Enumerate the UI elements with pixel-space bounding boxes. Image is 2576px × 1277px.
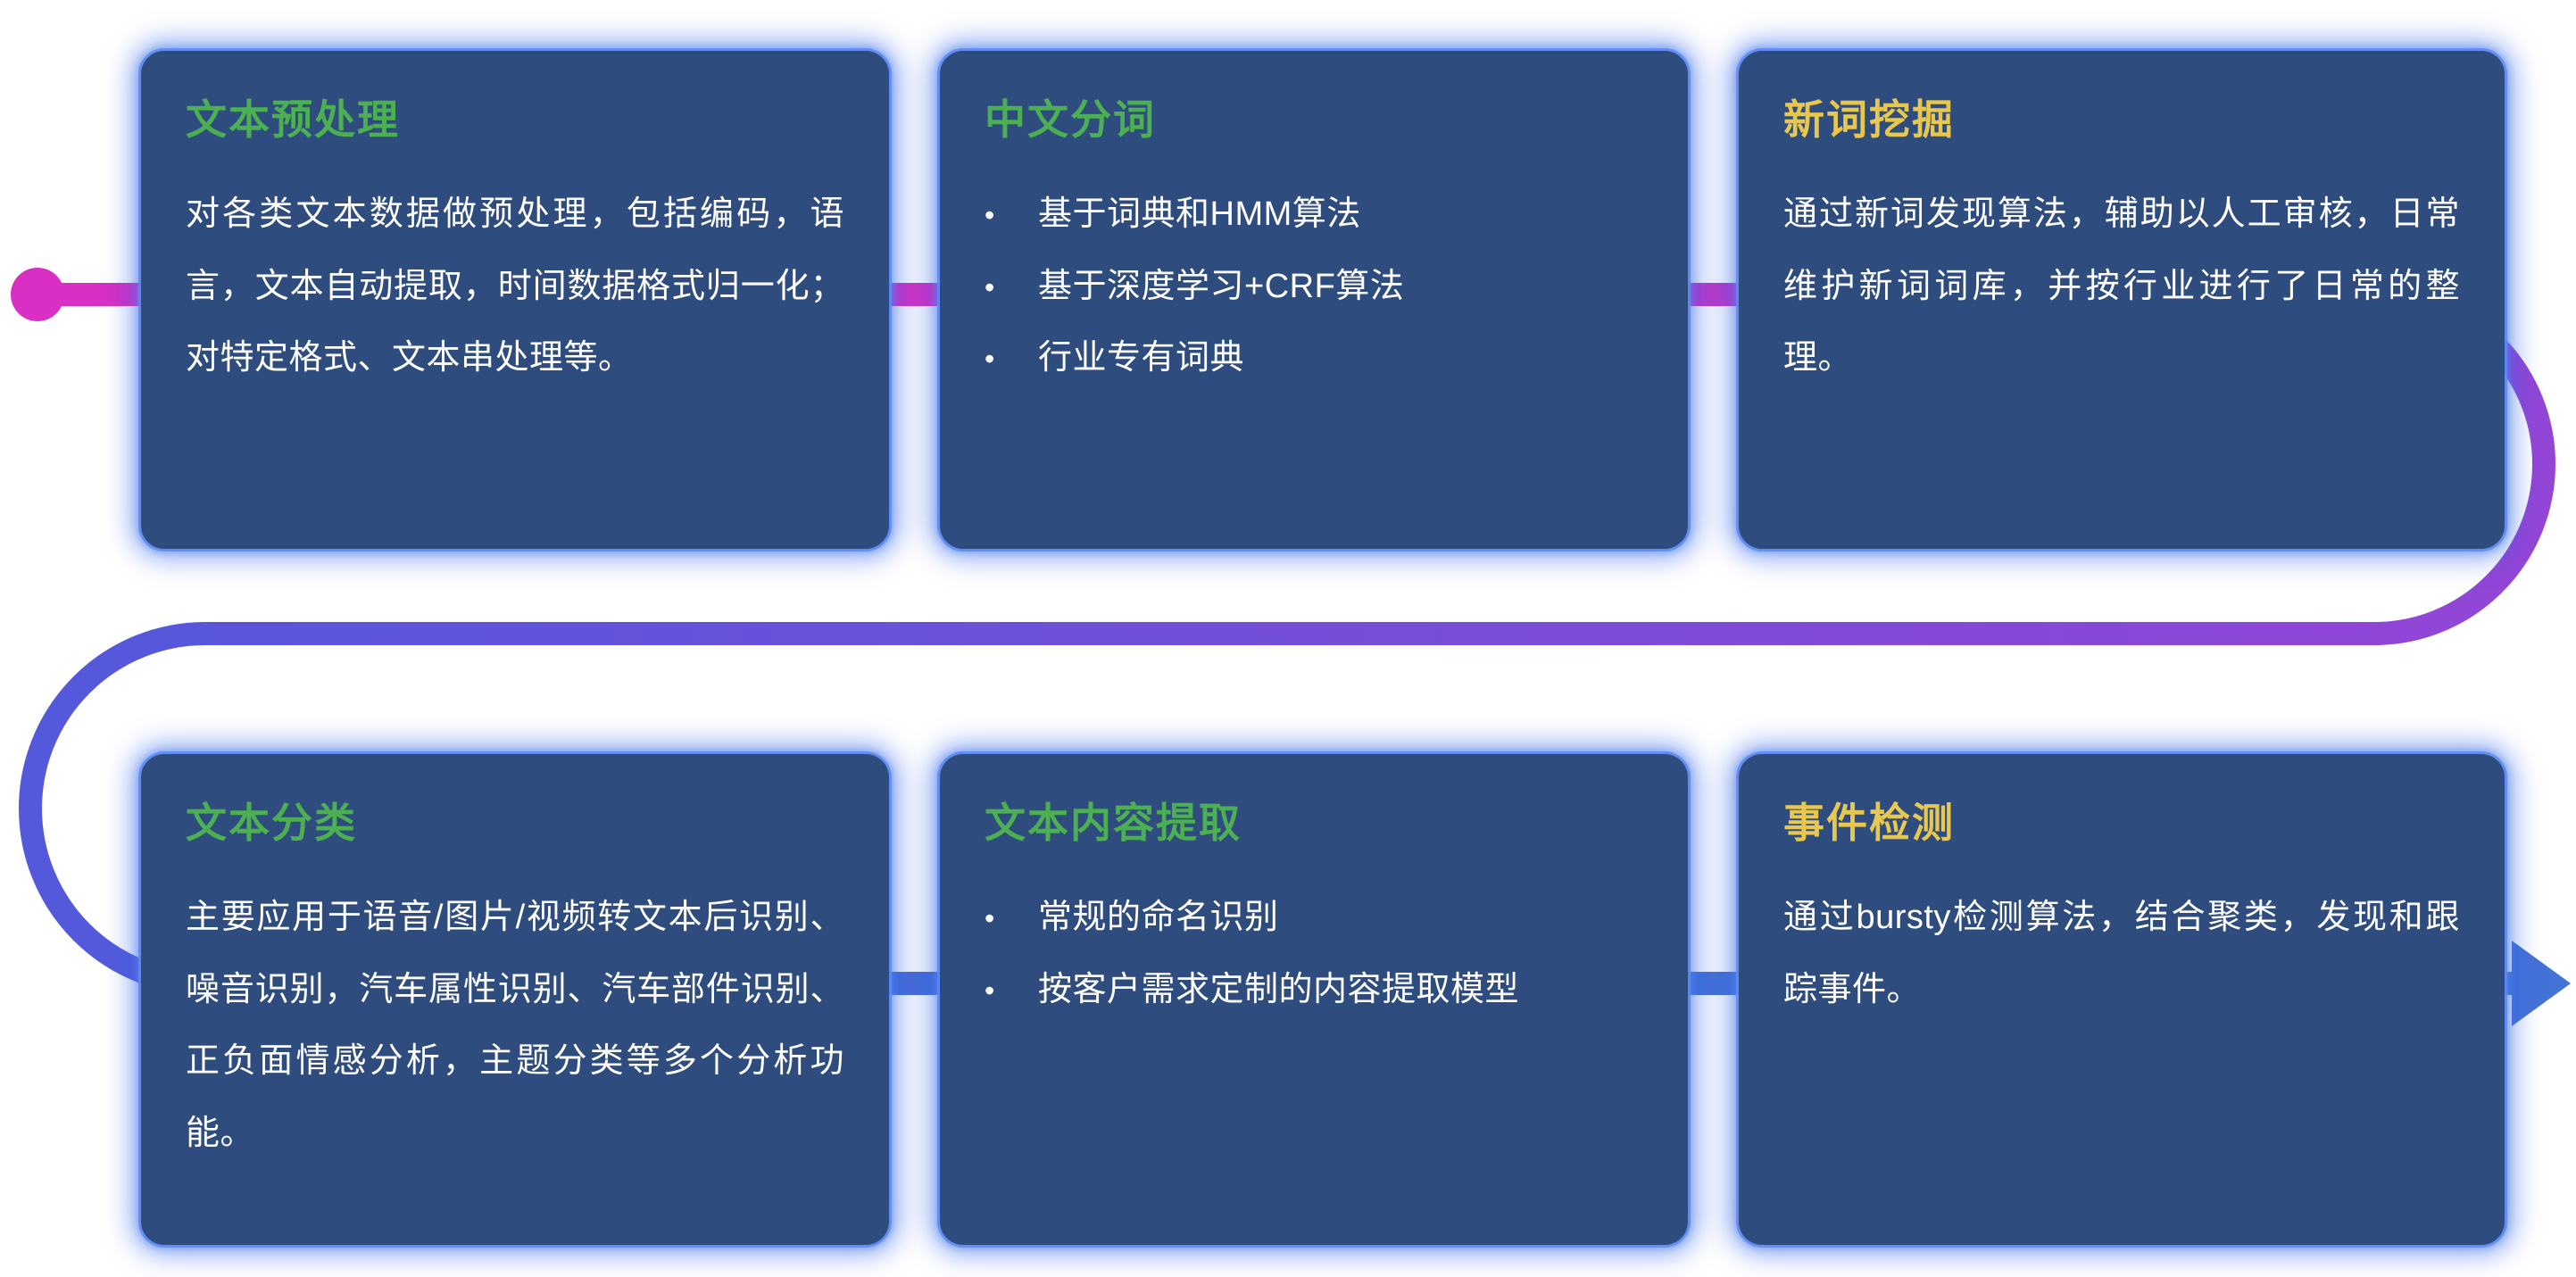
flow-arrow-icon — [2512, 941, 2571, 1026]
bullet-icon: • — [985, 270, 995, 303]
bullet-icon: • — [985, 902, 995, 935]
card-text-classification: 文本分类 主要应用于语音/图片/视频转文本后识别、噪音识别，汽车属性识别、汽车部… — [141, 754, 889, 1245]
bullet-item: • 行业专有词典 — [985, 322, 1643, 394]
bullet-item: • 常规的命名识别 — [985, 882, 1643, 954]
card-chinese-word-segmentation: 中文分词 • 基于词典和HMM算法 • 基于深度学习+CRF算法 • 行业专有词… — [940, 51, 1688, 549]
bullet-text: 按客户需求定制的内容提取模型 — [1038, 970, 1520, 1008]
card-title: 新词挖掘 — [1783, 96, 1955, 143]
bullet-item: • 基于词典和HMM算法 — [985, 178, 1643, 251]
flow-start-dot-icon — [11, 268, 64, 321]
card-title: 中文分词 — [985, 96, 1156, 143]
bullet-text: 基于深度学习+CRF算法 — [1038, 267, 1405, 305]
card-title: 事件检测 — [1783, 800, 1955, 846]
bullet-item: • 按客户需求定制的内容提取模型 — [985, 954, 1643, 1026]
card-title: 文本分类 — [186, 800, 357, 846]
bullet-text: 常规的命名识别 — [1038, 899, 1279, 937]
card-body: 对各类文本数据做预处理，包括编码，语言，文本自动提取，时间数据格式归一化；对特定… — [186, 195, 844, 377]
bullet-item: • 基于深度学习+CRF算法 — [985, 251, 1643, 323]
bullet-icon: • — [985, 199, 995, 232]
card-body: 通过新词发现算法，辅助以人工审核，日常维护新词词库，并按行业进行了日常的整理。 — [1783, 195, 2460, 377]
card-text-content-extraction: 文本内容提取 • 常规的命名识别 • 按客户需求定制的内容提取模型 — [940, 754, 1688, 1245]
card-body: 通过bursty检测算法，结合聚类，发现和跟踪事件。 — [1783, 899, 2460, 1008]
card-body: 主要应用于语音/图片/视频转文本后识别、噪音识别，汽车属性识别、汽车部件识别、正… — [186, 899, 844, 1152]
card-title: 文本预处理 — [186, 96, 400, 143]
bullet-text: 行业专有词典 — [1038, 339, 1245, 377]
bullet-text: 基于词典和HMM算法 — [1038, 195, 1361, 234]
flow-segment-middle — [19, 463, 2555, 809]
bullet-icon: • — [985, 343, 995, 376]
card-event-detection: 事件检测 通过bursty检测算法，结合聚类，发现和跟踪事件。 — [1739, 754, 2505, 1245]
bullet-icon: • — [985, 974, 995, 1007]
bullet-list: • 常规的命名识别 • 按客户需求定制的内容提取模型 — [985, 882, 1643, 1025]
card-new-word-mining: 新词挖掘 通过新词发现算法，辅助以人工审核，日常维护新词词库，并按行业进行了日常… — [1739, 51, 2505, 549]
card-title: 文本内容提取 — [985, 800, 1242, 846]
card-text-preprocessing: 文本预处理 对各类文本数据做预处理，包括编码，语言，文本自动提取，时间数据格式归… — [141, 51, 889, 549]
bullet-list: • 基于词典和HMM算法 • 基于深度学习+CRF算法 • 行业专有词典 — [985, 178, 1643, 394]
